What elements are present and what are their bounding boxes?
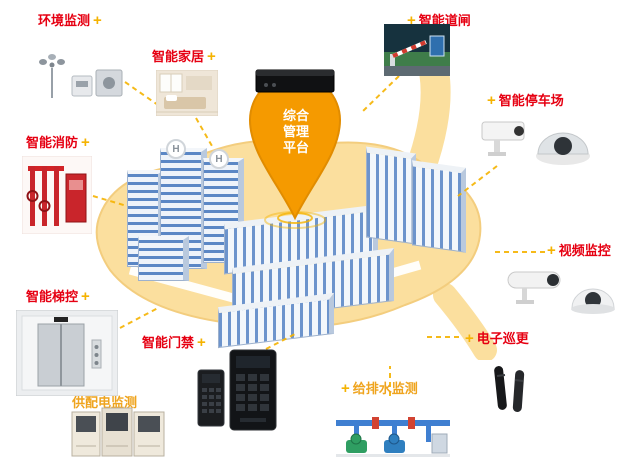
smart-home-room-image	[156, 70, 218, 116]
plus-icon: +	[93, 12, 102, 29]
low-building	[138, 236, 189, 281]
fire-system-image	[22, 156, 92, 234]
plus-icon: +	[341, 380, 350, 397]
helipad-icon: H	[166, 139, 186, 159]
plus-icon: +	[207, 48, 216, 65]
patrol-wand-icon	[494, 366, 525, 412]
label-water-monitoring: +给排水监测	[341, 380, 418, 397]
label-elevator-control: 智能梯控+	[26, 288, 90, 305]
cctv-cameras-icon	[507, 271, 615, 314]
plus-icon: +	[81, 134, 90, 151]
label-smart-parking: +智能停车场	[487, 92, 564, 109]
power-cabinet-image	[71, 407, 165, 457]
parking-cameras-icon	[481, 121, 590, 165]
plus-icon: +	[465, 330, 474, 347]
plus-icon: +	[407, 12, 416, 29]
access-keypad-icon	[197, 349, 277, 431]
label-video-surveillance: +视频监控	[547, 242, 611, 259]
elevator-image	[16, 310, 118, 396]
label-env-monitoring: 环境监测+	[38, 12, 102, 29]
label-smart-fire: 智能消防+	[26, 134, 90, 151]
platform-pin-icon	[248, 69, 342, 229]
plus-icon: +	[547, 242, 556, 259]
barrier-gate-image	[384, 24, 450, 76]
plus-icon: +	[197, 334, 206, 351]
label-patrol: +电子巡更	[465, 330, 529, 347]
water-pump-system-image	[336, 417, 450, 457]
platform-title: 综合管理平台	[282, 108, 309, 155]
plus-icon: +	[81, 288, 90, 305]
label-power-monitoring: 供配电监测	[72, 395, 138, 410]
weather-station-icon	[39, 54, 123, 98]
helipad-icon: H	[209, 149, 229, 169]
plus-icon: +	[487, 92, 496, 109]
label-smart-home: 智能家居+	[152, 48, 216, 65]
label-access-control: 智能门禁+	[142, 334, 206, 351]
